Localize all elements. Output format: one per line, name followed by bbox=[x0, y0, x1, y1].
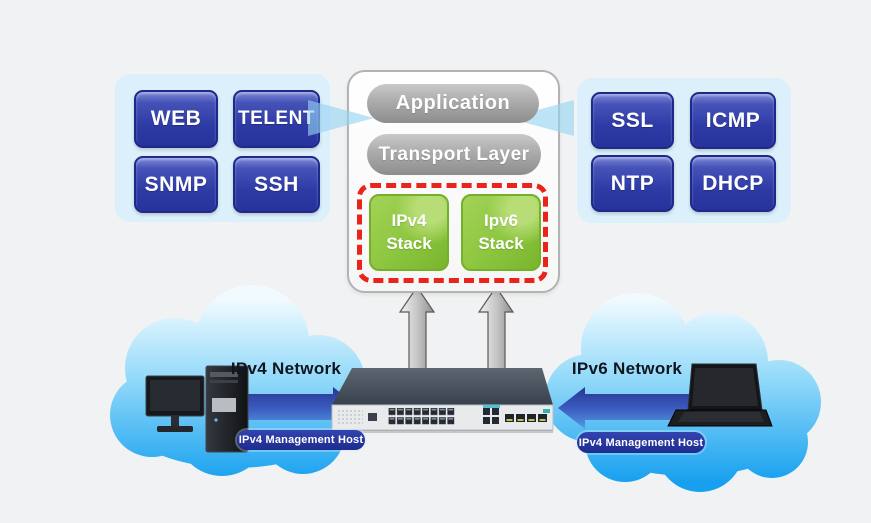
flow-arrow-icon bbox=[558, 387, 695, 429]
cloud-icon bbox=[545, 293, 821, 492]
ipv4-management-host-pill: IPv4 Management Host bbox=[237, 430, 365, 450]
protocol-badge-ntp: NTP bbox=[591, 155, 674, 212]
protocol-badge-dhcp: DHCP bbox=[690, 155, 776, 212]
ipv6-side-management-host-pill: IPv4 Management Host bbox=[577, 432, 705, 453]
transport-layer-label: Transport Layer bbox=[367, 134, 541, 175]
laptop-icon bbox=[667, 363, 773, 427]
ipv4-stack-line1: IPv4 bbox=[391, 211, 427, 231]
protocol-badge-ssh: SSH bbox=[233, 156, 320, 213]
ipv6-network-label: IPv6 Network bbox=[571, 359, 683, 378]
ipv6-stack-line1: Ipv6 bbox=[483, 211, 519, 231]
ipv6-stack-block: Ipv6 Stack bbox=[461, 194, 541, 271]
protocol-badge-web: WEB bbox=[134, 90, 218, 148]
ipv4-stack-line2: Stack bbox=[386, 233, 432, 253]
ipv4-network-label: IPv4 Network bbox=[230, 359, 342, 378]
application-layer-label: Application bbox=[367, 84, 539, 123]
protocol-badge-ssl: SSL bbox=[591, 92, 674, 149]
network-switch-icon bbox=[331, 368, 554, 433]
ipv6-stack-line2: Stack bbox=[478, 233, 524, 253]
dual-stack-highlight-border bbox=[357, 183, 548, 283]
ipv4-stack-block: IPv4 Stack bbox=[369, 194, 449, 271]
protocol-badge-icmp: ICMP bbox=[690, 92, 776, 149]
desktop-computer-icon bbox=[145, 365, 249, 453]
protocol-badge-snmp: SNMP bbox=[134, 156, 218, 213]
protocol-badge-telent: TELENT bbox=[233, 90, 320, 148]
